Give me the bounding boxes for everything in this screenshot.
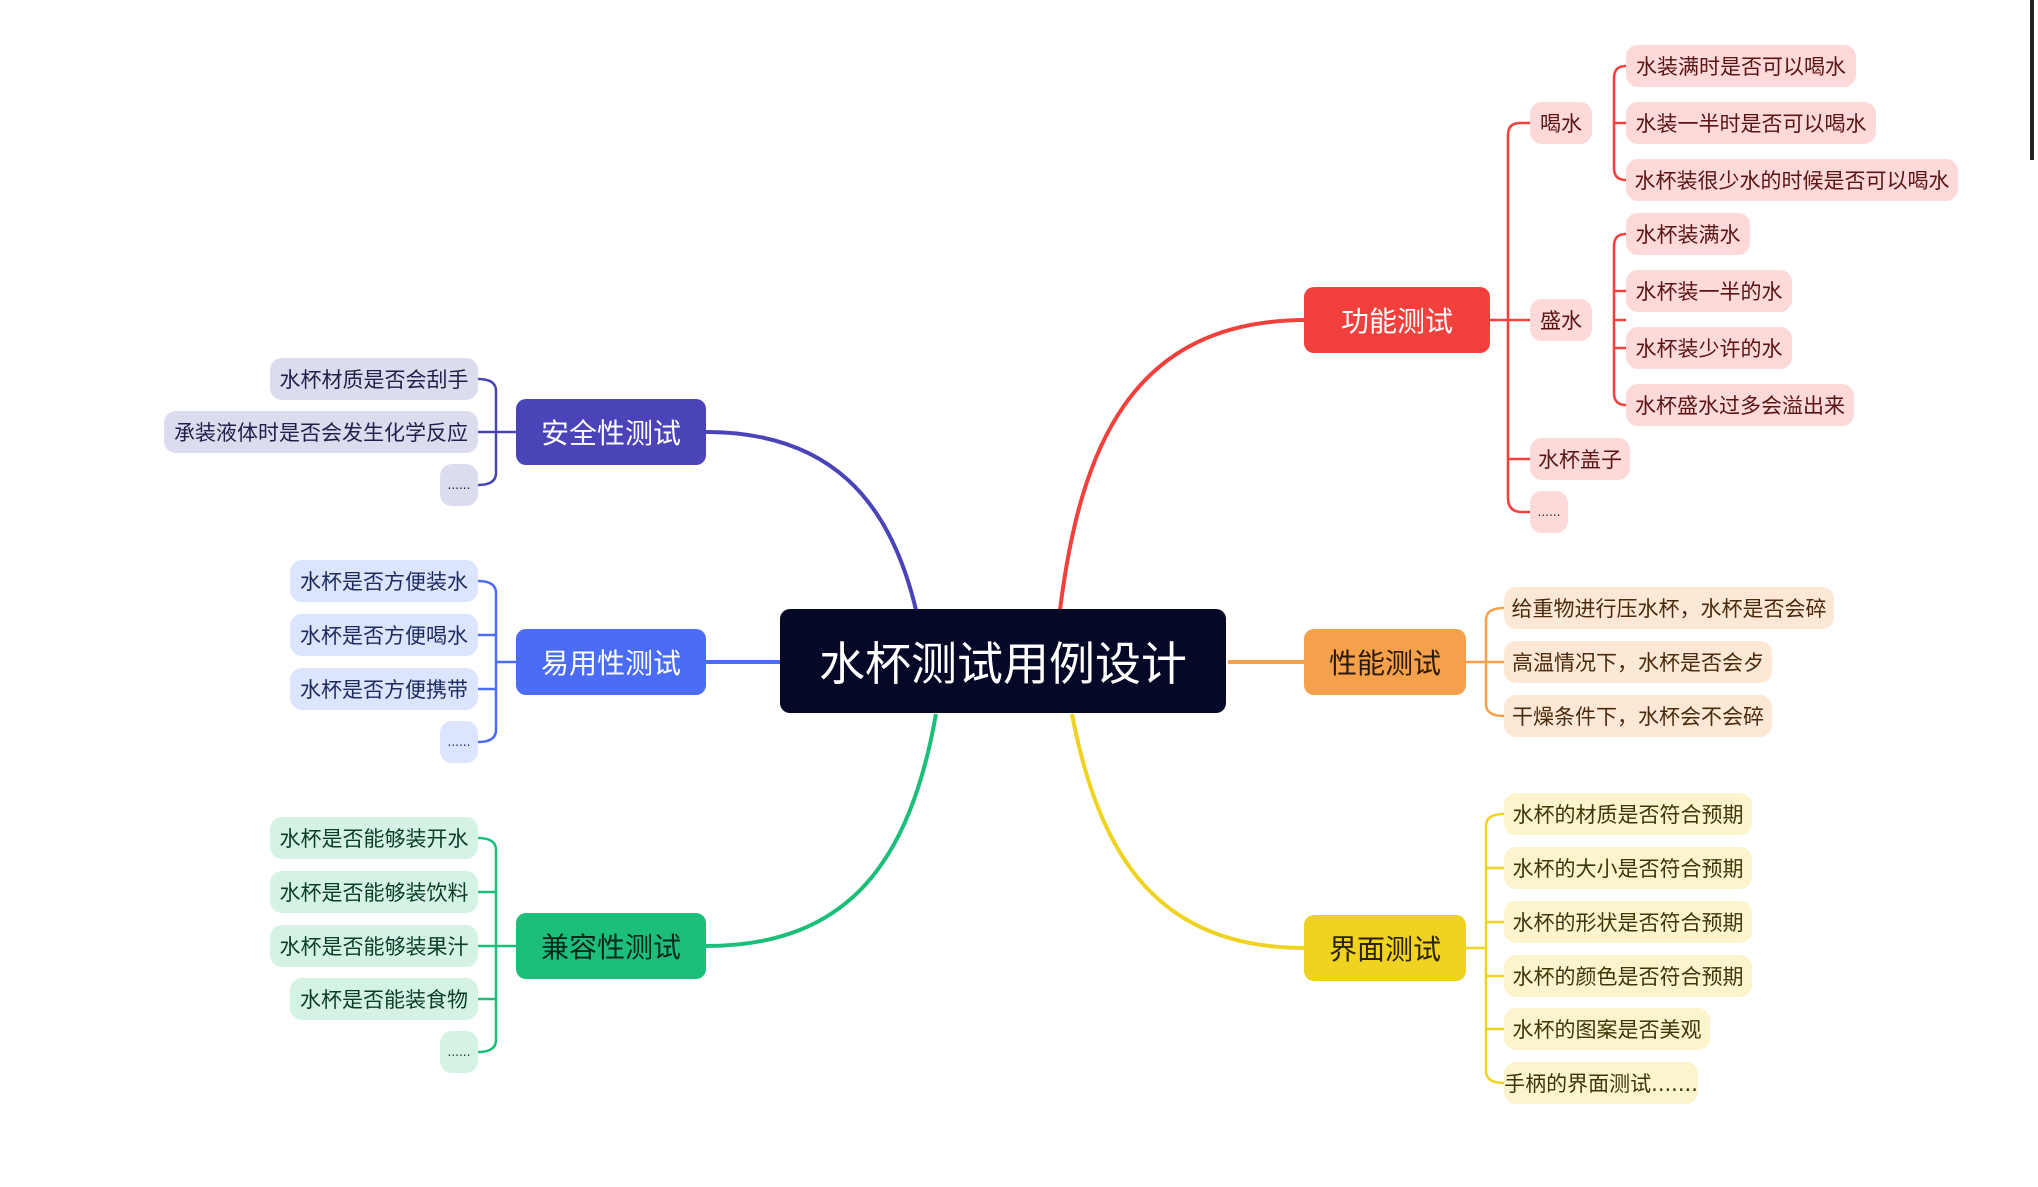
interface-item[interactable]: 手柄的界面测试....... [1504,1062,1698,1104]
interface-item[interactable]: 水杯的大小是否符合预期 [1504,847,1752,889]
interface-item[interactable]: 水杯的形状是否符合预期 [1504,901,1752,943]
connector-safety [705,430,918,611]
interface-item[interactable]: 水杯的材质是否符合预期 [1504,793,1752,835]
subgroup-more[interactable]: ...... [1530,491,1568,533]
safety-item[interactable]: 承装液体时是否会发生化学反应 [164,411,478,453]
compatibility-item[interactable]: 水杯是否能够装开水 [270,817,478,859]
compatibility-item[interactable]: ...... [440,1031,478,1073]
compatibility-item[interactable]: 水杯是否能装食物 [290,978,478,1020]
usability-tree-lines [477,579,516,744]
branch-usability[interactable]: 易用性测试 [516,629,706,695]
subgroup-lid[interactable]: 水杯盖子 [1530,438,1630,480]
performance-item[interactable]: 给重物进行压水杯，水杯是否会碎 [1504,587,1834,629]
interface-tree-lines [1466,812,1505,1085]
subgroup-hold[interactable]: 盛水 [1530,299,1592,341]
branch-compatibility[interactable]: 兼容性测试 [516,913,706,979]
usability-item[interactable]: 水杯是否方便携带 [290,668,478,710]
performance-item[interactable]: 干燥条件下，水杯会不会碎 [1504,695,1772,737]
hold-item[interactable]: 水杯装一半的水 [1626,270,1792,312]
functional-tree-lines [1490,64,1627,514]
compatibility-item[interactable]: 水杯是否能够装果汁 [270,925,478,967]
branch-performance[interactable]: 性能测试 [1304,629,1466,695]
usability-item[interactable]: 水杯是否方便装水 [290,560,478,602]
branch-safety[interactable]: 安全性测试 [516,399,706,465]
hold-item[interactable]: 水杯装满水 [1626,213,1750,255]
usability-item[interactable]: 水杯是否方便喝水 [290,614,478,656]
subgroup-drink[interactable]: 喝水 [1530,102,1592,144]
compatibility-item[interactable]: 水杯是否能够装饮料 [270,871,478,913]
connector-interface [1070,713,1307,950]
drink-item[interactable]: 水装满时是否可以喝水 [1626,45,1856,87]
drink-item[interactable]: 水装一半时是否可以喝水 [1626,102,1876,144]
hold-item[interactable]: 水杯盛水过多会溢出来 [1626,384,1854,426]
performance-tree-lines [1466,606,1505,718]
connector-functional [1058,318,1307,611]
performance-item[interactable]: 高温情况下，水杯是否会歺 [1504,641,1772,683]
interface-item[interactable]: 水杯的图案是否美观 [1504,1008,1710,1050]
scrollbar[interactable] [2030,0,2034,160]
safety-tree-lines [477,377,516,487]
drink-item[interactable]: 水杯装很少水的时候是否可以喝水 [1626,159,1958,201]
connector-compatibility [705,713,938,948]
branch-interface[interactable]: 界面测试 [1304,915,1466,981]
interface-item[interactable]: 水杯的颜色是否符合预期 [1504,955,1752,997]
branch-functional[interactable]: 功能测试 [1304,287,1490,353]
hold-item[interactable]: 水杯装少许的水 [1626,327,1792,369]
usability-item[interactable]: ...... [440,721,478,763]
root-node[interactable]: 水杯测试用例设计 [780,609,1226,713]
safety-item[interactable]: 水杯材质是否会刮手 [270,358,478,400]
compatibility-tree-lines [477,836,516,1054]
safety-item[interactable]: ...... [440,464,478,506]
